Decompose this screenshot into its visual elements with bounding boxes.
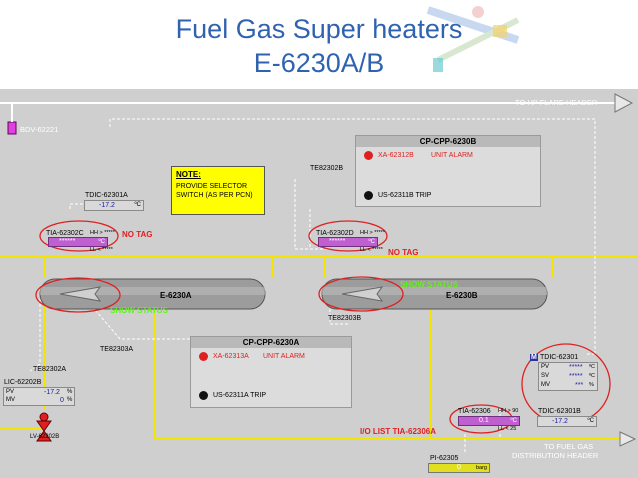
alarm-indicator-b <box>364 151 373 160</box>
lic-62202b-faceplate[interactable]: PV -17.2 % MV 0 % <box>3 387 75 406</box>
tia-62302c-hh: HH > ***** <box>90 230 115 236</box>
tia-62306-tag[interactable]: TIA-62306 <box>458 408 491 415</box>
pipeline-decoration-image <box>426 6 520 72</box>
control-panel-b-title: CP-CPP-6230B <box>356 136 540 147</box>
te82303b-tag[interactable]: TE82303B <box>328 315 362 322</box>
tdic-62301-tag[interactable]: TDIC-62301 <box>540 354 579 361</box>
tia-62302d-hh: HH > ***** <box>360 230 385 236</box>
trip-indicator-b <box>364 191 373 200</box>
tia-62302c-ll: LL < ***** <box>90 247 113 253</box>
bdv-tag[interactable]: BDV-62221 <box>20 125 59 134</box>
pi-62305-value[interactable]: 0 barg <box>428 463 490 473</box>
lv-62202b-tag[interactable]: LV-62202B <box>30 434 60 440</box>
tdic-62301a-tag[interactable]: TDIC-62301A <box>85 192 128 199</box>
tia-62302c-value[interactable]: ****** ºC <box>48 237 108 247</box>
tia-62302c-tag[interactable]: TIA-62302C <box>46 230 84 237</box>
tia-62302d-value[interactable]: ****** ºC <box>318 237 378 247</box>
note-text-1: PROVIDE SELECTOR <box>176 183 248 190</box>
note-text-2: SWITCH (AS PER PCN) <box>176 192 253 199</box>
trip-indicator-a <box>199 391 208 400</box>
hmi-process-graphic: TO HP FLARE HEADER TO FUEL GAS DISTRIBUT… <box>0 89 638 478</box>
manual-mode-badge: M <box>530 354 538 361</box>
alarm-text-b: UNIT ALARM <box>431 152 473 159</box>
trip-tag-a[interactable]: US-62311A TRIP <box>213 392 267 399</box>
to-hp-flare-label: TO HP FLARE HEADER <box>515 98 598 107</box>
alarm-text-a: UNIT ALARM <box>263 353 305 360</box>
control-panel-a-title: CP-CPP-6230A <box>191 337 351 348</box>
trip-tag-b[interactable]: US-62311B TRIP <box>378 192 432 199</box>
tia-62306-hh: HH > 90 <box>498 408 519 414</box>
lic-62202b-tag[interactable]: LIC-62202B <box>4 379 42 386</box>
note-box: NOTE: PROVIDE SELECTOR SWITCH (AS PER PC… <box>171 166 265 215</box>
control-panel-a[interactable]: CP-CPP-6230A XA-62313A UNIT ALARM US-623… <box>190 336 352 408</box>
te82302a-tag[interactable]: TE82302A <box>33 366 67 373</box>
tdic-62301-faceplate[interactable]: PV ***** ºC SV ***** ºC MV *** % <box>538 362 598 391</box>
exchanger-a-label[interactable]: E-6230A <box>160 291 192 300</box>
control-panel-b[interactable]: CP-CPP-6230B XA-62312B UNIT ALARM US-623… <box>355 135 541 207</box>
no-tag-annotation-2: NO TAG <box>388 248 419 257</box>
process-piping-layer <box>0 93 638 454</box>
tdic-62301a-value[interactable]: -17.2 ºC <box>84 200 144 211</box>
note-title: NOTE: <box>176 170 201 179</box>
te82302b-tag[interactable]: TE82302B <box>310 165 344 172</box>
slide-title-line1: Fuel Gas Super heaters <box>175 14 463 44</box>
alarm-indicator-a <box>199 352 208 361</box>
no-tag-annotation-1: NO TAG <box>122 230 153 239</box>
exchanger-b-label[interactable]: E-6230B <box>446 291 478 300</box>
io-list-annotation: I/O LIST TIA-62306A <box>360 427 437 436</box>
tdic-62301b-value[interactable]: -17.2 ºC <box>537 416 597 427</box>
tia-62302d-ll: LL < ***** <box>360 247 383 253</box>
tdic-62301b-tag[interactable]: TDIC-62301B <box>538 408 581 415</box>
to-fuel-gas-label: TO FUEL GAS <box>544 442 594 451</box>
tia-62306-ll: LL < 25 <box>498 426 517 432</box>
show-status-annotation-1: SHOW STATUS <box>110 306 168 315</box>
show-status-annotation-2: SHOW STATUS <box>400 280 458 289</box>
te82303a-tag[interactable]: TE82303A <box>100 346 134 353</box>
distribution-header-label: DISTRIBUTION HEADER <box>512 451 599 460</box>
tia-62302d-tag[interactable]: TIA-62302D <box>316 230 354 237</box>
slide-title-line2: E-6230A/B <box>253 48 385 78</box>
alarm-tag-a[interactable]: XA-62313A <box>213 353 249 360</box>
pi-62305-tag[interactable]: PI-62305 <box>430 455 459 462</box>
alarm-tag-b[interactable]: XA-62312B <box>378 152 414 159</box>
tia-62306-value[interactable]: 0.1 ºC <box>458 416 520 426</box>
